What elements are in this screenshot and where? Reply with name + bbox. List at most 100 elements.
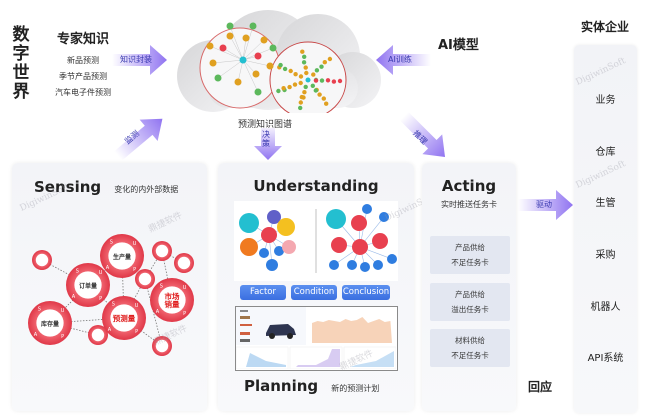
cycle-letter: P [135, 329, 138, 335]
network-node-core [110, 304, 138, 332]
expert-knowledge: 专家知识 新品预测 季节产品预测 汽车电子件预测 [48, 28, 118, 101]
graph-node [310, 83, 315, 89]
decision-arrow: 决策 [254, 128, 282, 160]
sensing-header: Sensing 变化的内外部数据 [34, 177, 178, 196]
graph-node [214, 74, 222, 82]
cycle-letter: P [133, 267, 136, 273]
graph-node [299, 94, 304, 100]
graph-node [249, 22, 257, 30]
factor-button[interactable]: Factor [240, 285, 286, 300]
graph-node [266, 259, 278, 271]
network-node-label: 生产量 [113, 253, 131, 261]
graph-node [298, 74, 304, 79]
monitor-arrow: 监测 [110, 110, 165, 161]
graph-node [300, 49, 305, 54]
cycle-letter: U [61, 308, 65, 314]
graph-node [372, 233, 388, 249]
graph-node [351, 215, 367, 231]
arrow-label: AI训练 [388, 55, 412, 64]
cloud-caption: 预测知识图谱 [238, 120, 293, 130]
network-node-label: 库存量 [41, 320, 59, 328]
graph-node [303, 65, 308, 70]
title-char: 世 [12, 63, 30, 83]
title-char: 字 [12, 44, 30, 64]
cycle-letter: A [34, 332, 38, 338]
enterprise-item-robot: 机器人 [590, 302, 621, 313]
factor-condition-graph [239, 204, 397, 273]
expert-item: 季节产品预测 [59, 72, 107, 81]
expert-heading: 专家知识 [56, 32, 109, 47]
graph-node [266, 62, 274, 70]
digital-world-title: 数 字 世 界 [10, 26, 32, 102]
graph-node [269, 44, 277, 52]
task-card-line: 产品供给 [455, 243, 485, 252]
graph-node [209, 59, 217, 67]
enterprise-panel: 业务 仓库 生管 采购 机器人 API系统 DigiwinSoft Digiwi… [574, 45, 637, 413]
graph-node [319, 64, 324, 69]
network-link [49, 322, 99, 336]
cycle-letter: S [76, 268, 79, 274]
graph-node [261, 227, 277, 243]
graph-node [329, 260, 339, 270]
graph-node [317, 92, 322, 97]
arrow-up-right-icon [114, 118, 163, 161]
graph-node [298, 80, 303, 86]
sensing-subtitle: 变化的内外部数据 [114, 185, 179, 194]
planning-dashboard [235, 306, 398, 371]
cycle-letter: S [38, 306, 41, 312]
expert-item: 新品预测 [67, 56, 99, 65]
graph-node [282, 240, 296, 254]
graph-node [276, 88, 281, 94]
graph-node [324, 101, 329, 106]
graph-node [252, 70, 260, 78]
network-node-core [155, 339, 169, 353]
graph-node [278, 62, 283, 68]
area-chart-fill [312, 317, 392, 343]
graph-node [254, 52, 262, 60]
graph-node [267, 210, 281, 224]
arrow-left-icon [376, 45, 431, 75]
cycle-letter: U [135, 303, 139, 309]
arrow-right-icon [112, 45, 167, 75]
graph-node [352, 239, 368, 255]
watermark: DigiwinSoft [574, 56, 628, 88]
graph-node [301, 60, 307, 65]
arrow-label: 知识封装 [120, 55, 152, 64]
cycle-letter: P [183, 311, 186, 317]
graph-node [326, 209, 346, 229]
arrow-label: 驱动 [536, 200, 552, 209]
graph-node [259, 248, 269, 258]
ai-training-arrow: AI训练 [376, 45, 431, 75]
task-card[interactable]: 产品供给 溢出任务卡 [430, 283, 510, 321]
cycle-letter: A [108, 327, 112, 333]
network-node-core [158, 286, 186, 314]
task-card[interactable]: 产品供给 不足任务卡 [430, 236, 510, 274]
dashboard-preview [235, 307, 397, 370]
graph-node [303, 84, 308, 90]
network-node-label: 预测量 [113, 313, 136, 323]
graph-node [319, 78, 325, 83]
graph-node [206, 42, 214, 50]
acting-subtitle: 实时推送任务卡 [441, 200, 497, 209]
cycle-letter: S [112, 301, 115, 307]
task-card[interactable]: 材料供给 不足任务卡 [430, 329, 510, 367]
graph-node [219, 44, 227, 52]
graph-node [304, 70, 309, 76]
condition-button[interactable]: Condition [291, 285, 337, 300]
graph-node [226, 32, 234, 40]
conclusion-button[interactable]: Conclusion [342, 285, 390, 300]
graph-node [313, 88, 318, 93]
feedback-label: 回应 [528, 380, 553, 394]
graph-node [321, 96, 326, 101]
graph-node [293, 72, 298, 77]
cycle-letter: A [72, 294, 76, 300]
task-card-line: 不足任务卡 [451, 351, 489, 360]
network-node-core [35, 253, 49, 267]
network-node-label: 市场 [165, 291, 180, 301]
graph-node [305, 77, 311, 83]
task-card-line: 不足任务卡 [451, 258, 489, 267]
enterprise-item-purchasing: 采购 [595, 250, 616, 261]
knowledge-graph-cloud [168, 8, 383, 119]
cycle-letter: S [110, 239, 113, 245]
